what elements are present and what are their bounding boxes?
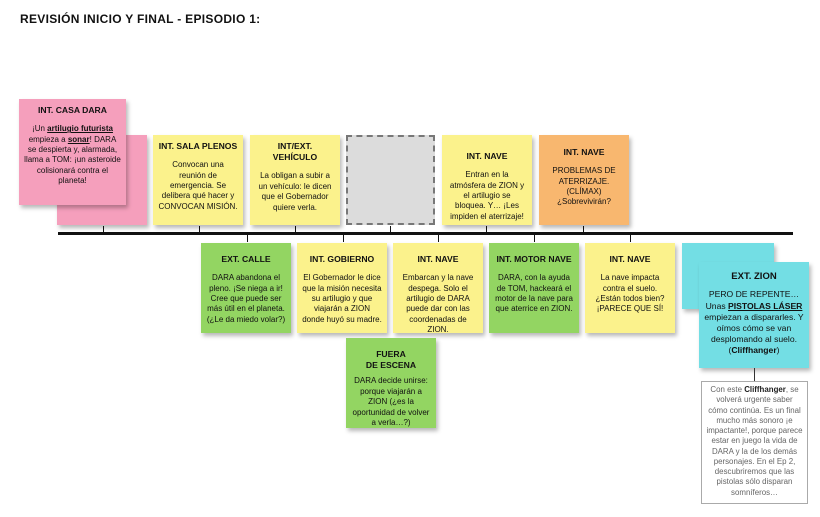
timeline-tick (630, 235, 631, 242)
comment-box: Con este Cliffhanger, se volverá urgente… (701, 381, 808, 504)
note-int-ext-vehiculo[interactable]: INT/EXT. VEHÍCULO La obligan a subir a u… (250, 135, 340, 225)
note-body: DARA abandona el pleno. ¡Se niega a ir! … (206, 273, 286, 324)
empty-note-placeholder[interactable] (346, 135, 435, 225)
note-body: DARA decide unirse: porque viajarán a ZI… (352, 376, 430, 427)
timeline-tick (390, 226, 391, 233)
note-fuera-de-escena[interactable]: FUERA DE ESCENA DARA decide unirse: porq… (346, 338, 436, 428)
note-heading: EXT. ZION (731, 271, 777, 282)
note-body: ¡Un artilugio futurista empieza a sonar!… (24, 124, 121, 186)
note-heading: INT. NAVE (466, 151, 508, 161)
note-body: Embarcan y la nave despega. Solo el arti… (402, 273, 474, 335)
timeline-tick (247, 235, 248, 242)
note-int-nave-despega[interactable]: INT. NAVE Embarcan y la nave despega. So… (393, 243, 483, 335)
timeline-line (58, 232, 793, 235)
comment-connector (754, 368, 755, 382)
timeline-tick (199, 226, 200, 233)
note-int-nave-impacta[interactable]: INT. NAVE La nave impacta contra el suel… (585, 243, 675, 333)
note-body: Entran en la atmósfera de ZION y el arti… (449, 170, 525, 221)
note-heading: INT. CASA DARA (38, 105, 107, 115)
note-body: La obligan a subir a un vehículo: le dic… (258, 171, 332, 212)
note-body: Convocan una reunión de emergencia. Se d… (158, 160, 238, 211)
note-heading: INT. NAVE (609, 254, 651, 264)
page-title: REVISIÓN INICIO Y FINAL - EPISODIO 1: (20, 12, 261, 26)
note-heading: EXT. CALLE (221, 254, 271, 264)
note-int-nave-atmosfera[interactable]: INT. NAVE Entran en la atmósfera de ZION… (442, 135, 532, 225)
note-body: DARA, con la ayuda de TOM, hackeará el m… (495, 273, 573, 314)
note-heading: INT. NAVE (417, 254, 459, 264)
note-heading: FUERA DE ESCENA (365, 349, 417, 371)
note-ext-zion[interactable]: EXT. ZION PERO DE REPENTE… Unas PISTOLAS… (699, 262, 809, 368)
note-heading: INT. SALA PLENOS (158, 141, 238, 151)
note-int-nave-climax[interactable]: INT. NAVE PROBLEMAS DE ATERRIZAJE. (CLÍM… (539, 135, 629, 225)
note-body: La nave impacta contra el suelo. ¿Están … (595, 273, 665, 314)
note-body: El Gobernador le dice que la misión nece… (302, 273, 382, 324)
timeline-tick (295, 226, 296, 233)
note-int-gobierno[interactable]: INT. GOBIERNO El Gobernador le dice que … (297, 243, 387, 333)
timeline-tick (486, 226, 487, 233)
timeline-tick (438, 235, 439, 242)
timeline-tick (103, 226, 104, 233)
note-int-motor-nave[interactable]: INT. MOTOR NAVE DARA, con la ayuda de TO… (489, 243, 579, 333)
note-heading: INT/EXT. VEHÍCULO (272, 141, 318, 163)
note-int-casa-dara[interactable]: INT. CASA DARA ¡Un artilugio futurista e… (19, 99, 126, 205)
timeline-tick (343, 235, 344, 242)
note-int-sala-plenos[interactable]: INT. SALA PLENOS Convocan una reunión de… (153, 135, 243, 225)
note-heading: INT. MOTOR NAVE (496, 254, 572, 264)
note-body: PROBLEMAS DE ATERRIZAJE. (CLÍMAX) ¿Sobre… (552, 166, 616, 207)
timeline-tick (534, 235, 535, 242)
note-body: PERO DE REPENTE… Unas PISTOLAS LÁSER emp… (704, 289, 804, 356)
timeline-tick (583, 226, 584, 233)
note-heading: INT. GOBIERNO (309, 254, 375, 264)
note-ext-calle[interactable]: EXT. CALLE DARA abandona el pleno. ¡Se n… (201, 243, 291, 333)
note-heading: INT. NAVE (563, 147, 605, 157)
